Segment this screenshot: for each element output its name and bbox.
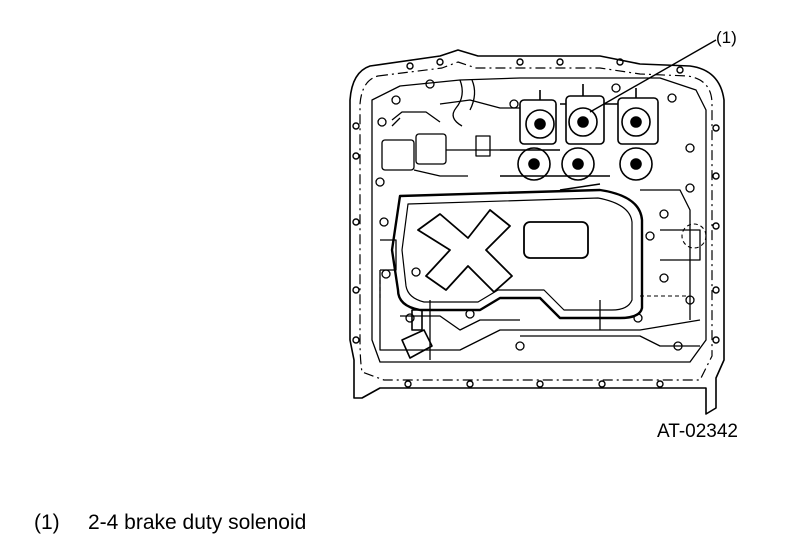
callout-label: (1) [716,28,737,47]
internal-bolts [375,79,695,351]
hidden-lines [379,223,707,300]
callout-leader-line [589,39,717,113]
valve-body [371,77,707,363]
legend-item: (1) 2-4 brake duty solenoid [34,511,306,535]
solenoid-row-lower [500,147,653,191]
legend-text: 2-4 brake duty solenoid [88,511,307,534]
solenoid-row-upper [519,84,659,145]
legend-number: (1) [34,511,60,534]
bolt-holes [352,58,720,388]
pressure-valve [401,309,433,359]
oil-strainer [390,188,644,320]
figure-code: AT-02342 [657,421,738,442]
wiring-harness [381,79,520,177]
gasket-outline [349,49,725,415]
